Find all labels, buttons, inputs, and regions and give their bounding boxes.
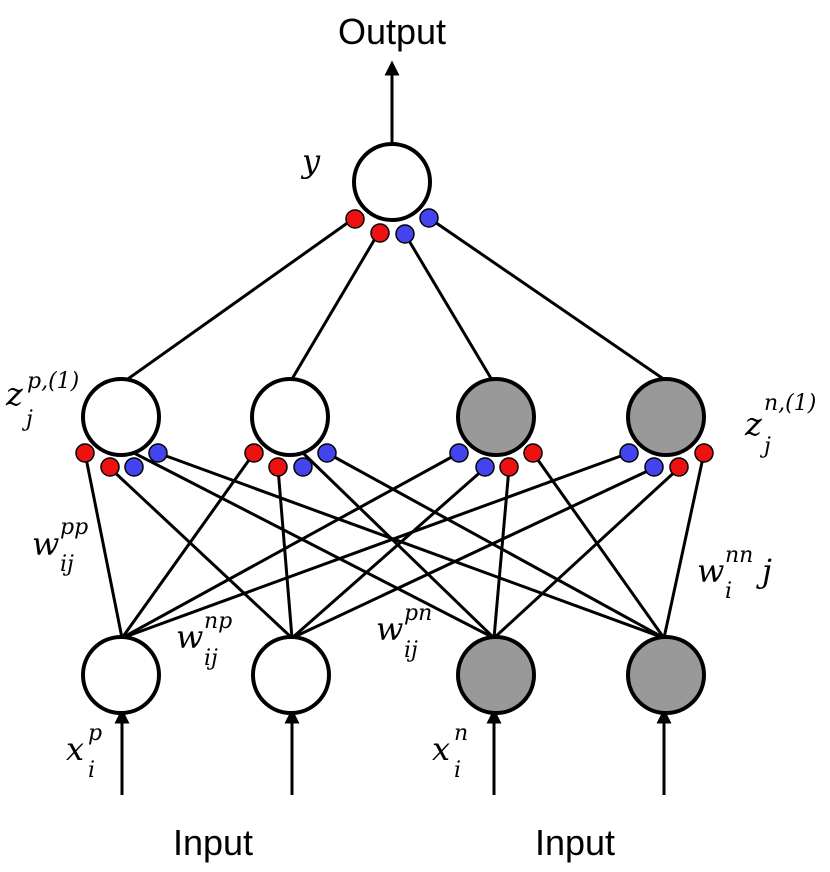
dot-red: [370, 223, 390, 243]
edge-x3-h1: [133, 451, 495, 640]
edge-x2-h4: [291, 466, 655, 640]
dot-blue: [449, 443, 469, 463]
label-z-positive: z p,(1) j: [5, 369, 84, 432]
input-neuron-3: [456, 635, 536, 715]
dot-blue: [419, 208, 439, 228]
hidden-neuron-4: [626, 377, 706, 457]
edge-x1-h1: [83, 452, 124, 639]
edge-x2-h2: [276, 467, 294, 639]
edge-x1-h2: [120, 452, 256, 639]
output-synapse-dots: [345, 208, 439, 244]
input-label-left: Input: [173, 822, 253, 863]
hidden-neuron-1: [81, 377, 161, 457]
dot-blue: [619, 443, 639, 463]
label-x-positive: x p i: [66, 721, 107, 783]
edge-h1-out: [124, 217, 354, 383]
edge-x3-h2: [301, 451, 496, 640]
dot-red: [75, 443, 95, 463]
label-w-np: w np ij: [176, 609, 237, 671]
dot-blue: [317, 443, 337, 463]
input-hidden-edges: [83, 451, 706, 640]
input-label-right: Input: [535, 822, 615, 863]
edge-h2-out: [290, 231, 381, 380]
label-w-pp: w pp ij: [32, 515, 93, 577]
dot-red: [694, 443, 714, 463]
input-neuron-4: [626, 635, 706, 715]
hidden-4-synapse-dots: [619, 443, 714, 477]
label-x-negative: x n i: [432, 721, 473, 783]
label-z-negative: z n,(1) j: [744, 391, 821, 459]
label-w-nn: w nn i j: [697, 543, 772, 604]
edge-x4-h4: [662, 452, 706, 639]
edge-x4-h1: [157, 451, 665, 640]
dot-red: [523, 443, 543, 463]
dot-red: [268, 457, 288, 477]
edge-x2-h1: [108, 466, 294, 640]
edge-x3-h4: [492, 466, 681, 640]
hidden-output-edges: [124, 216, 666, 383]
hidden-neuron-3: [456, 377, 536, 457]
dot-red: [244, 443, 264, 463]
output-neuron: [352, 142, 432, 222]
dot-blue: [644, 457, 664, 477]
label-y: y: [300, 142, 321, 180]
edge-x1-h3: [121, 451, 460, 640]
dot-blue: [124, 457, 144, 477]
edge-h4-out: [428, 216, 666, 382]
dot-blue: [148, 443, 168, 463]
output-label: Output: [338, 11, 446, 52]
edge-h3-out: [403, 233, 494, 381]
hidden-neuron-2: [250, 377, 330, 457]
hidden-3-synapse-dots: [449, 443, 543, 477]
dot-red: [100, 457, 120, 477]
dot-red: [499, 457, 519, 477]
hidden-1-synapse-dots: [75, 443, 168, 477]
label-w-pn: w pn ij: [376, 601, 437, 663]
dot-red: [669, 457, 689, 477]
edge-x1-h4: [121, 451, 630, 640]
input-neuron-2: [251, 635, 331, 715]
hidden-2-synapse-dots: [244, 443, 337, 477]
dot-blue: [395, 224, 415, 244]
edge-x3-h3: [492, 467, 511, 639]
edge-x4-h2: [326, 451, 665, 640]
dot-red: [345, 209, 365, 229]
edge-x2-h3: [291, 466, 486, 640]
dot-blue: [475, 457, 495, 477]
edge-x4-h3: [531, 452, 666, 639]
dot-blue: [293, 457, 313, 477]
input-neuron-1: [81, 635, 161, 715]
